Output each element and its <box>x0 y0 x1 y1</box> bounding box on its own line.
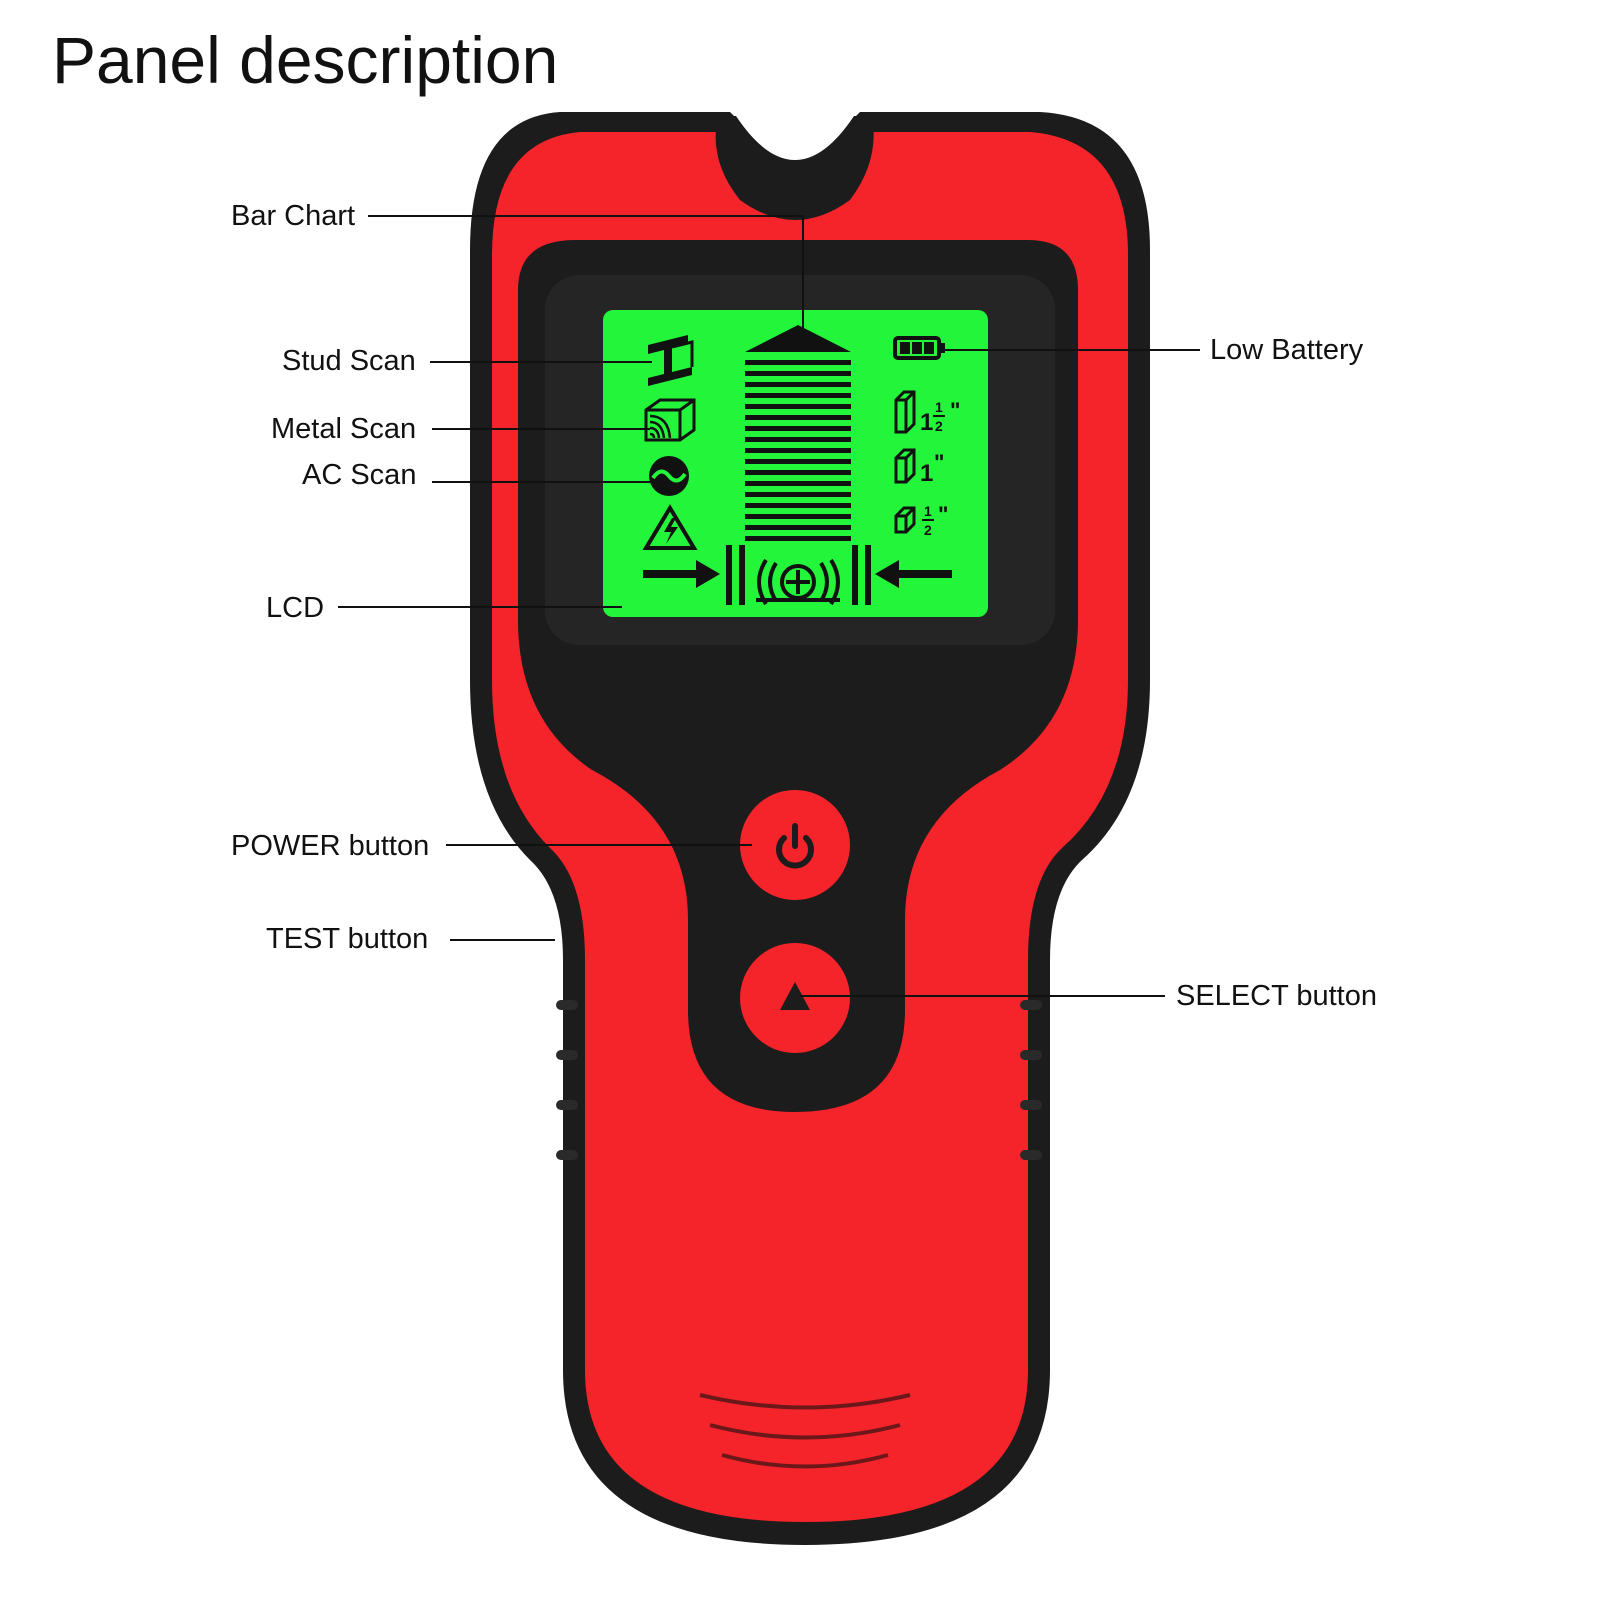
bar-chart-bar <box>745 426 851 431</box>
depth-half-indicator: 1 2 " <box>894 502 948 538</box>
grip-ridge <box>721 1453 889 1469</box>
depth-1-half-num: 1 <box>935 399 943 415</box>
grip-ridge <box>709 1423 901 1440</box>
side-grip <box>1020 1150 1042 1160</box>
bar-chart-bar <box>745 437 851 442</box>
bar-chart-bar <box>745 514 851 519</box>
bar-chart-bar <box>745 536 851 541</box>
callout-lines <box>338 215 1200 997</box>
side-grip <box>556 1000 578 1010</box>
lcd-label: LCD <box>266 592 325 624</box>
bar-chart-leader <box>368 215 804 330</box>
bar-chart-bar <box>745 492 851 497</box>
grip-ridge <box>699 1393 911 1410</box>
inch-mark: " <box>950 398 960 423</box>
side-grip <box>556 1100 578 1110</box>
bar-chart-bar <box>745 448 851 453</box>
side-grip <box>556 1050 578 1060</box>
side-grip <box>1020 1050 1042 1060</box>
depth-1-indicator: 1 " <box>894 448 944 487</box>
power-icon <box>776 823 814 869</box>
bar-chart-bar <box>745 404 851 409</box>
top-notch <box>715 116 874 220</box>
bar-chart-bar <box>745 393 851 398</box>
metal-block-icon <box>644 398 696 442</box>
side-grip <box>1020 1100 1042 1110</box>
bar-chart-bar <box>745 360 851 365</box>
low-battery-label: Low Battery <box>1210 334 1364 366</box>
high-voltage-warning-icon <box>642 504 698 550</box>
depth-half-den: 2 <box>924 522 932 538</box>
bar-chart-indicator <box>745 325 851 541</box>
depth-1-half-indicator: 1 1 2 " <box>894 390 960 436</box>
bar-chart-bar <box>745 415 851 420</box>
ac-sine-icon <box>649 456 689 496</box>
target-crosshair-icon <box>726 545 871 606</box>
bar-chart-peak <box>745 325 851 352</box>
ac-scan-label: AC Scan <box>302 459 417 491</box>
depth-1-half-den: 2 <box>935 418 943 434</box>
bar-chart-bar <box>745 459 851 464</box>
bar-chart-bar <box>745 371 851 376</box>
bar-chart-bar <box>745 525 851 530</box>
side-grip <box>1020 1000 1042 1010</box>
inch-mark: " <box>934 450 944 475</box>
right-arrow-icon <box>875 560 952 588</box>
battery-icon <box>893 336 945 360</box>
depth-1-half-whole: 1 <box>920 409 933 436</box>
inch-mark: " <box>938 502 948 527</box>
side-grip <box>556 1150 578 1160</box>
stud-i-beam-icon <box>648 335 694 386</box>
bar-chart-bar <box>745 382 851 387</box>
triangle-up-icon <box>780 982 810 1010</box>
test-button-label: TEST button <box>266 923 429 955</box>
bar-chart-bar <box>745 470 851 475</box>
select-button-label: SELECT button <box>1176 980 1377 1012</box>
select-button[interactable] <box>733 936 857 1060</box>
page-title: Panel description <box>52 23 559 97</box>
power-button[interactable] <box>733 783 857 907</box>
bar-chart-label: Bar Chart <box>231 200 356 232</box>
depth-1-value: 1 <box>920 460 933 487</box>
bar-chart-bar <box>745 481 851 486</box>
stud-scan-label: Stud Scan <box>282 345 416 377</box>
power-button-label: POWER button <box>231 830 430 862</box>
metal-scan-label: Metal Scan <box>271 413 417 445</box>
bar-chart-bar <box>745 503 851 508</box>
left-arrow-icon <box>643 560 720 588</box>
depth-half-num: 1 <box>924 503 932 519</box>
